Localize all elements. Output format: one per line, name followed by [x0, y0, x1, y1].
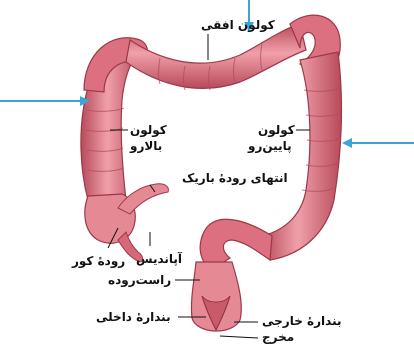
- label-small-intestine-end: انتهای رودهٔ باریک: [182, 171, 288, 185]
- label-transverse-colon: کولون افقی: [201, 18, 275, 32]
- label-rectum: راست‌روده: [108, 273, 171, 287]
- label-ascending-colon-2: بالارو: [130, 139, 162, 153]
- label-descending-colon-2: پایین‌رو: [248, 139, 292, 153]
- label-appendix: آپاندیس: [136, 252, 182, 266]
- label-internal-sphincter: بندارهٔ داخلی: [96, 310, 171, 324]
- label-external-sphincter: بندارهٔ خارجی: [262, 314, 341, 328]
- descending-colon: [262, 52, 341, 260]
- terminal-ileum: [118, 184, 168, 214]
- label-ascending-colon-1: کولون: [130, 123, 167, 137]
- transverse-colon: [126, 24, 306, 88]
- label-anus: مخرج: [262, 330, 294, 344]
- label-descending-colon-1: کولون: [258, 123, 295, 137]
- label-cecum: رودهٔ کور: [72, 254, 125, 268]
